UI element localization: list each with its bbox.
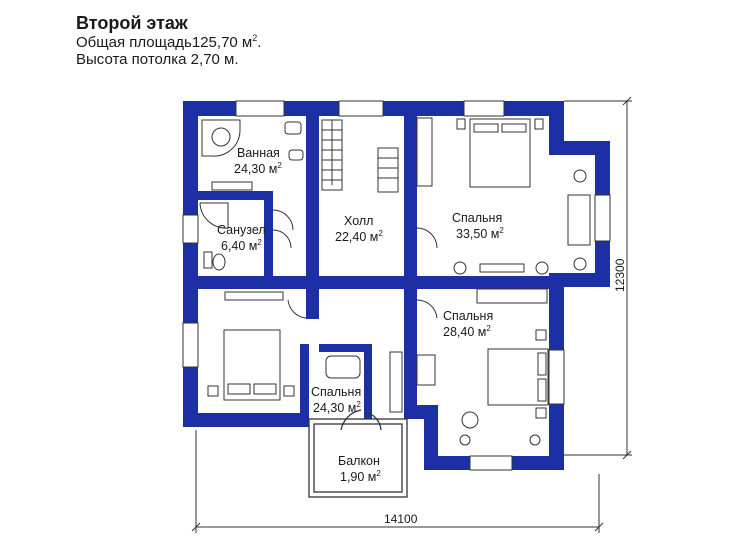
bed-sw-icon — [223, 329, 281, 401]
bathtub-icon — [201, 119, 241, 157]
bathroom-area: 24,30 м — [234, 162, 277, 176]
height-dimension: 12300 — [613, 258, 627, 292]
balcony — [308, 409, 408, 498]
furniture — [199, 117, 591, 446]
toilet-icon — [212, 253, 226, 271]
door-swings — [272, 209, 438, 319]
balcony-area-sup: 2 — [376, 469, 381, 478]
total-area-value: 125,70 м — [191, 34, 253, 51]
hall-area-sup: 2 — [378, 229, 383, 238]
svg-text:33,50 м2: 33,50 м2 — [456, 226, 504, 241]
bedroom-ne-area-sup: 2 — [499, 226, 504, 235]
dimension-lines — [191, 96, 632, 533]
hall-name: Холл — [344, 214, 373, 228]
svg-text:6,40 м2: 6,40 м2 — [221, 238, 262, 253]
bathroom-name: Ванная — [237, 146, 280, 160]
svg-text:24,30 м2: 24,30 м2 — [234, 161, 282, 176]
bedroom-ne-area: 33,50 м — [456, 227, 499, 241]
bed-se-icon — [487, 348, 549, 406]
stairs — [321, 119, 399, 193]
bedroom-se-name: Спальня — [443, 309, 493, 323]
bed-ne-icon — [469, 118, 531, 188]
wc-area-sup: 2 — [257, 238, 262, 247]
bedroom-se-area-sup: 2 — [486, 324, 491, 333]
balcony-name: Балкон — [338, 454, 380, 468]
width-dimension: 14100 — [384, 512, 418, 526]
floor-title: Второй этаж — [76, 13, 188, 33]
svg-text:24,30 м2: 24,30 м2 — [313, 400, 361, 415]
ceiling-height-line: Высота потолка 2,70 м. — [76, 51, 239, 68]
interior-walls — [198, 101, 564, 427]
svg-text:28,40 м2: 28,40 м2 — [443, 324, 491, 339]
shower-icon — [199, 202, 229, 229]
balcony-area: 1,90 м — [340, 470, 376, 484]
total-area-label: Общая площадь — [76, 34, 192, 51]
bedroom-sw-area: 24,30 м — [313, 401, 356, 415]
total-area-line: Общая площадь125,70 м2. — [76, 33, 262, 52]
wc-name: Санузел — [217, 223, 266, 237]
bedroom-sw-name: Спальня — [311, 385, 361, 399]
bathroom-area-sup: 2 — [277, 161, 282, 170]
total-area-sup: 2 — [252, 33, 258, 43]
bedroom-se-area: 28,40 м — [443, 325, 486, 339]
bedroom-sw-area-sup: 2 — [356, 400, 361, 409]
svg-text:22,40 м2: 22,40 м2 — [335, 229, 383, 244]
plan-header: Второй этаж Общая площадь125,70 м2. Высо… — [76, 12, 261, 68]
wc-area: 6,40 м — [221, 239, 257, 253]
svg-text:1,90 м2: 1,90 м2 — [340, 469, 381, 484]
bedroom-ne-name: Спальня — [452, 211, 502, 225]
room-labels: Ванная 24,30 м2 Санузел 6,40 м2 Холл 22,… — [217, 146, 504, 484]
total-area-suffix: . — [257, 34, 262, 51]
hall-area: 22,40 м — [335, 230, 378, 244]
windows — [182, 100, 611, 471]
